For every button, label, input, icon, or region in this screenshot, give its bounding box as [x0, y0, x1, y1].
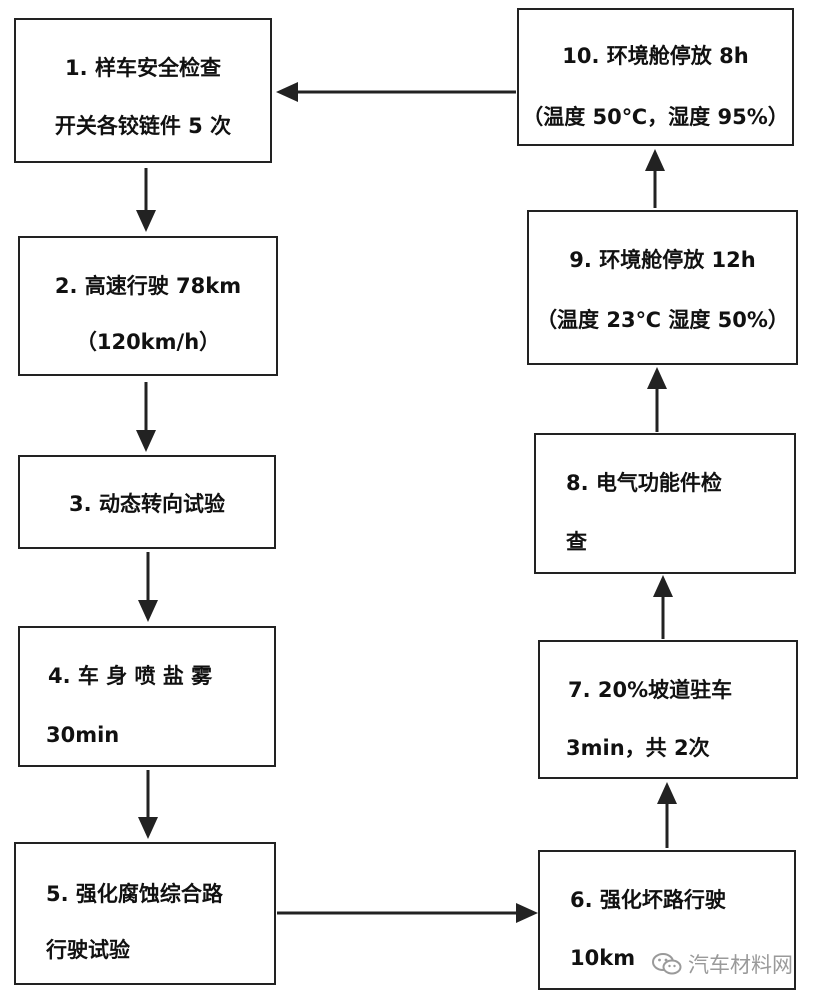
step-7-title: 7. 20%坡道驻车 [568, 678, 733, 702]
watermark: 汽车材料网 [652, 951, 793, 977]
step-4-box: 4. 车 身 喷 盐 雾 30min [18, 626, 276, 767]
step-3-title: 3. 动态转向试验 [69, 492, 225, 516]
arrow-1-to-2-head [136, 210, 156, 232]
wechat-icon [652, 953, 682, 975]
watermark-text: 汽车材料网 [688, 953, 793, 977]
step-6-title: 6. 强化坏路行驶 [570, 888, 726, 912]
step-1-detail: 开关各铰链件 5 次 [54, 114, 232, 138]
step-3-box: 3. 动态转向试验 [18, 455, 276, 549]
arrow-5-to-6-head [516, 903, 538, 923]
step-7-detail: 3min，共 2次 [566, 736, 710, 760]
step-4-detail: 30min [46, 723, 120, 747]
arrow-7-to-8-head [653, 575, 673, 597]
step-6-box: 6. 强化坏路行驶 10km [538, 850, 796, 990]
step-5-box: 5. 强化腐蚀综合路 行驶试验 [14, 842, 276, 985]
arrow-2-to-3-head [136, 430, 156, 452]
arrow-8-to-9-head [647, 367, 667, 389]
step-8-title: 8. 电气功能件检 [566, 471, 722, 495]
arrow-10-to-1-head [276, 82, 298, 102]
step-1-box: 1. 样车安全检查 开关各铰链件 5 次 [14, 18, 272, 163]
arrow-9-to-10-head [645, 149, 665, 171]
arrow-4-to-5-head [138, 817, 158, 839]
step-10-title: 10. 环境舱停放 8h [562, 44, 749, 68]
step-9-box: 9. 环境舱停放 12h （温度 23℃ 湿度 50%） [527, 210, 798, 365]
step-5-detail: 行驶试验 [46, 938, 130, 962]
step-8-detail: 查 [566, 530, 587, 554]
step-9-title: 9. 环境舱停放 12h [569, 248, 756, 272]
step-2-box: 2. 高速行驶 78km （120km/h） [18, 236, 278, 376]
step-10-detail: （温度 50℃，湿度 95%） [522, 105, 789, 129]
arrow-6-to-7-head [657, 782, 677, 804]
step-7-box: 7. 20%坡道驻车 3min，共 2次 [538, 640, 798, 779]
step-9-detail: （温度 23℃ 湿度 50%） [536, 308, 789, 332]
step-6-detail: 10km [570, 946, 636, 970]
step-4-title: 4. 车 身 喷 盐 雾 [48, 664, 213, 688]
step-1-title: 1. 样车安全检查 [65, 56, 221, 80]
step-10-box: 10. 环境舱停放 8h （温度 50℃，湿度 95%） [517, 8, 794, 146]
step-2-title: 2. 高速行驶 78km [54, 274, 242, 298]
step-8-box: 8. 电气功能件检 查 [534, 433, 796, 574]
step-5-title: 5. 强化腐蚀综合路 [46, 882, 223, 906]
step-2-detail: （120km/h） [75, 330, 221, 354]
arrow-3-to-4-head [138, 600, 158, 622]
